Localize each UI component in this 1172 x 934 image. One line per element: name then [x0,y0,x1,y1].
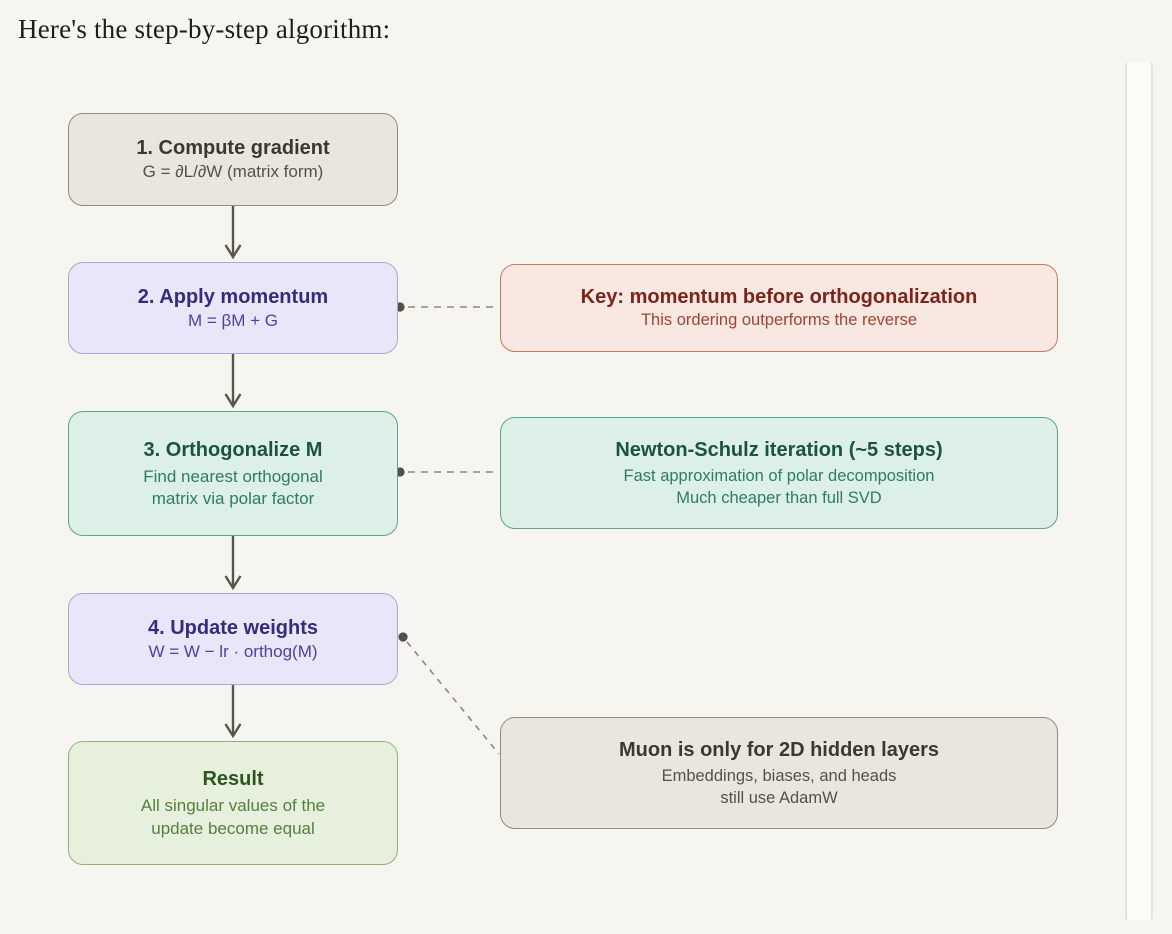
flow-step-2-subtitle: M = βM + G [187,310,279,330]
connector-step2-note1 [395,302,498,312]
note-muon-scope-subtitle-line1: Embeddings, biases, and heads [661,766,897,785]
note-newton-schulz-box: Newton-Schulz iteration (~5 steps) Fast … [500,417,1058,529]
flow-step-1-box: 1. Compute gradient G = ∂L/∂W (matrix fo… [68,113,398,206]
arrow-step3-step4 [224,536,242,591]
note-newton-schulz-subtitle-line1: Fast approximation of polar decompositio… [623,466,935,485]
arrow-step1-step2 [224,206,242,260]
note-muon-scope-subtitle-line2: still use AdamW [720,788,838,807]
flow-step-3-subtitle-line1: Find nearest orthogonal [143,466,323,486]
flow-result-subtitle-line1: All singular values of the [140,796,326,816]
scrollbar-track[interactable] [1125,62,1153,920]
note-momentum-ordering-subtitle: This ordering outperforms the reverse [640,311,918,330]
flow-result-title: Result [202,768,264,791]
note-newton-schulz-title: Newton-Schulz iteration (~5 steps) [615,438,943,461]
page-title: Here's the step-by-step algorithm: [18,14,391,44]
note-newton-schulz-subtitle-line2: Much cheaper than full SVD [676,488,882,507]
flow-result-subtitle-line2: update become equal [151,818,315,838]
flow-result-box: Result All singular values of the update… [68,741,398,865]
flow-step-2-box: 2. Apply momentum M = βM + G [68,262,398,354]
flow-step-2-title: 2. Apply momentum [137,285,329,308]
note-momentum-ordering-box: Key: momentum before orthogonalization T… [500,264,1058,352]
flow-step-4-subtitle: W = W − lr · orthog(M) [148,641,318,661]
flow-step-1-subtitle: G = ∂L/∂W (matrix form) [142,162,324,182]
note-momentum-ordering-title: Key: momentum before orthogonalization [580,286,978,309]
connector-step3-note2 [395,467,498,477]
flow-step-3-subtitle-line2: matrix via polar factor [151,489,315,508]
flow-step-3-title: 3. Orthogonalize M [143,438,323,461]
connector-step4-note3 [398,632,500,755]
note-muon-scope-box: Muon is only for 2D hidden layers Embedd… [500,717,1058,829]
note-muon-scope-title: Muon is only for 2D hidden layers [618,738,940,761]
flow-step-4-box: 4. Update weights W = W − lr · orthog(M) [68,593,398,685]
flow-step-4-title: 4. Update weights [147,616,319,639]
flow-step-1-title: 1. Compute gradient [136,137,330,160]
arrow-step4-result [224,685,242,739]
flow-step-3-box: 3. Orthogonalize M Find nearest orthogon… [68,411,398,536]
arrow-step2-step3 [224,354,242,409]
